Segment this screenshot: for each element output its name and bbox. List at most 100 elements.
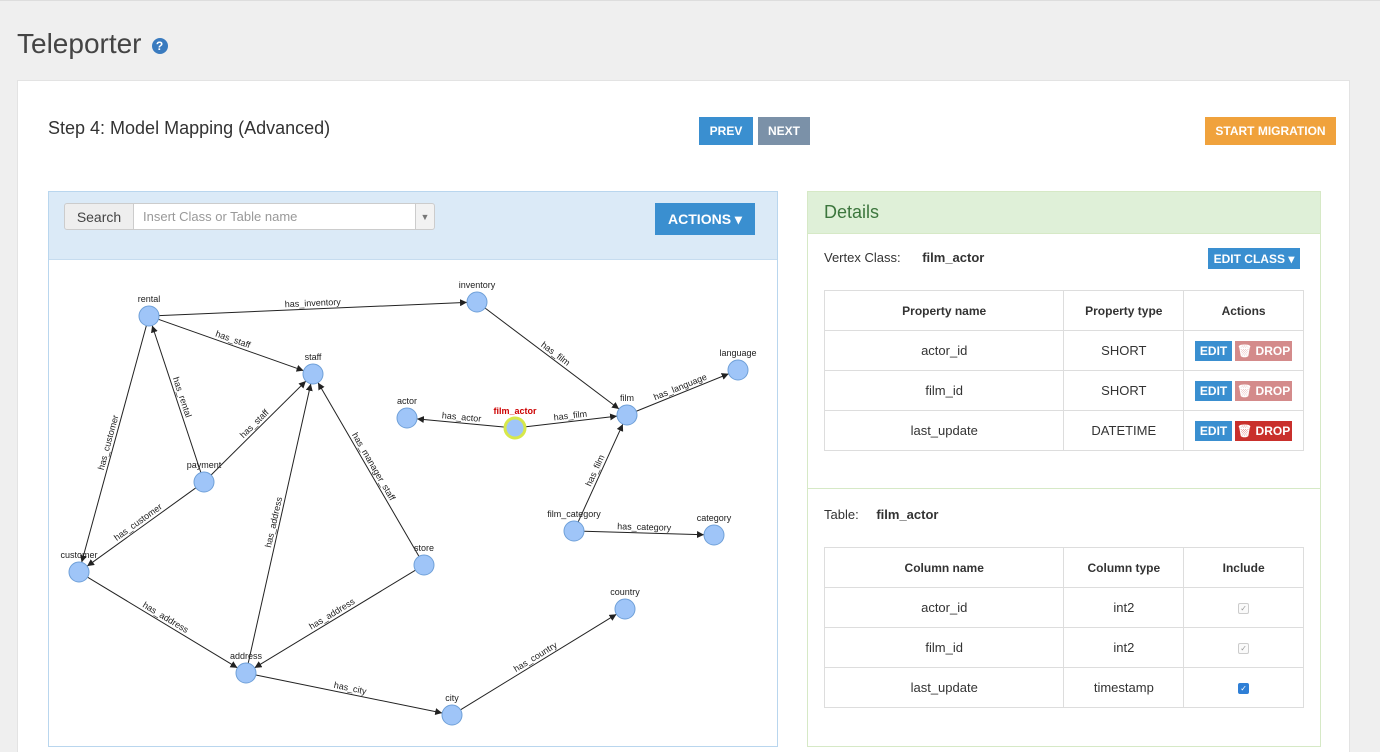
graph-node[interactable] <box>68 561 90 583</box>
edge-label: has_country <box>512 640 559 674</box>
step-title: Step 4: Model Mapping (Advanced) <box>48 118 331 138</box>
node-label: language <box>719 348 756 358</box>
drop-property-button[interactable]: 🗑 DROP <box>1235 380 1293 401</box>
page-title: Teleporter ? <box>17 28 168 60</box>
graph-node[interactable] <box>703 524 725 546</box>
edit-property-button[interactable]: EDIT <box>1195 340 1233 361</box>
table-row: actor_id int2 ✓ <box>823 587 1304 628</box>
include-checkbox[interactable]: ✓ <box>1238 603 1250 615</box>
graph-node[interactable] <box>441 704 463 726</box>
graph-node[interactable] <box>466 291 488 313</box>
node-label: actor <box>397 396 417 406</box>
edge-label: has_inventory <box>285 297 342 309</box>
column-name: film_id <box>823 627 1065 668</box>
graph-edge[interactable] <box>80 325 147 563</box>
column-name: actor_id <box>823 587 1065 628</box>
graph-edge[interactable] <box>158 299 468 317</box>
actions-button[interactable]: ACTIONS ▾ <box>655 203 755 235</box>
edit-class-button[interactable]: EDIT CLASS ▾ <box>1208 248 1300 269</box>
vertex-class-label: Vertex Class: <box>824 250 901 265</box>
property-type: DATETIME <box>1063 410 1185 451</box>
graph-edge[interactable] <box>87 576 238 669</box>
edit-property-button[interactable]: EDIT <box>1195 420 1233 441</box>
table-row: film_id SHORT EDIT🗑 DROP <box>823 370 1304 411</box>
graph-edge[interactable] <box>416 416 506 428</box>
graph-node[interactable] <box>193 471 215 493</box>
column-name: last_update <box>823 667 1065 708</box>
graph-node[interactable] <box>302 363 324 385</box>
details-panel: Details Vertex Class: film_actor EDIT CL… <box>807 191 1321 747</box>
graph-edge[interactable] <box>460 613 617 711</box>
graph-node[interactable] <box>503 416 527 440</box>
graph-edge[interactable] <box>255 674 443 716</box>
graph-node[interactable] <box>396 407 418 429</box>
node-label: payment <box>187 460 222 470</box>
table-label: Table: <box>824 507 859 522</box>
graph-node[interactable] <box>235 662 257 684</box>
prev-button[interactable]: PREV <box>699 117 753 145</box>
graph-node[interactable] <box>413 554 435 576</box>
include-cell: ✓ <box>1183 587 1304 628</box>
search-input[interactable] <box>134 203 416 230</box>
graph-node[interactable] <box>727 359 749 381</box>
start-migration-button[interactable]: START MIGRATION <box>1205 117 1336 145</box>
graph-node[interactable] <box>616 404 638 426</box>
graph-node[interactable] <box>138 305 160 327</box>
graph-edge[interactable] <box>524 413 618 428</box>
actions-cell: EDIT🗑 DROP <box>1183 370 1304 411</box>
node-label: category <box>697 513 732 523</box>
edge-label: has_customer <box>96 414 121 471</box>
include-checkbox[interactable]: ✓ <box>1238 643 1250 655</box>
table-row: actor_id SHORT EDIT🗑 DROP <box>823 330 1304 371</box>
details-header: Details <box>808 192 1320 234</box>
edge-label: has_film <box>553 409 587 423</box>
graph-edge[interactable] <box>210 380 307 476</box>
column-header: Property type <box>1063 290 1185 331</box>
chevron-down-icon[interactable]: ▼ <box>415 203 435 230</box>
graph-edge[interactable] <box>484 307 620 410</box>
property-name: actor_id <box>823 330 1065 371</box>
node-label: film <box>620 393 634 403</box>
edge-label: has_address <box>307 596 357 632</box>
node-label: film_category <box>547 509 601 519</box>
edge-label: has_address <box>263 495 284 548</box>
property-name: film_id <box>823 370 1065 411</box>
edge-label: has_language <box>652 372 708 403</box>
column-header: Column type <box>1063 547 1185 588</box>
column-header: Column name <box>823 547 1065 588</box>
graph-edge[interactable] <box>577 423 624 523</box>
graph-edge[interactable] <box>158 318 304 372</box>
graph-node[interactable] <box>563 520 585 542</box>
question-circle-icon[interactable]: ? <box>151 38 168 54</box>
include-cell: ✓ <box>1183 667 1304 708</box>
property-name: last_update <box>823 410 1065 451</box>
include-checkbox[interactable]: ✓ <box>1238 683 1250 695</box>
vertex-class-value: film_actor <box>922 250 985 265</box>
drop-property-button[interactable]: 🗑 DROP <box>1235 340 1293 361</box>
section-divider <box>808 488 1320 489</box>
edge-label: has_staff <box>214 329 252 351</box>
graph-node[interactable] <box>614 598 636 620</box>
schema-graph[interactable]: has_inventory has_staff has_film has_langua… <box>49 260 777 746</box>
graph-edge[interactable] <box>151 325 202 473</box>
graph-edge[interactable] <box>254 569 416 669</box>
edit-property-button[interactable]: EDIT <box>1195 380 1233 401</box>
next-button[interactable]: NEXT <box>758 117 810 145</box>
graph-edge[interactable] <box>247 383 313 664</box>
include-cell: ✓ <box>1183 627 1304 668</box>
edge-label: has_category <box>617 521 672 533</box>
node-label: city <box>445 693 459 703</box>
graph-edge[interactable] <box>317 382 420 557</box>
column-header: Include <box>1183 547 1304 588</box>
drop-property-button[interactable]: 🗑 DROP <box>1235 420 1293 441</box>
edge-label: has_staff <box>238 407 271 440</box>
app-title: Teleporter <box>17 28 142 59</box>
edge-label: has_manager_staff <box>350 431 398 503</box>
column-header: Property name <box>823 290 1065 331</box>
node-label: rental <box>138 294 161 304</box>
graph-edge[interactable] <box>636 373 729 412</box>
graph-edge[interactable] <box>583 530 705 539</box>
graph-edge[interactable] <box>86 487 197 567</box>
vertex-class-row: Vertex Class: film_actor <box>824 250 984 265</box>
edge-label: has_actor <box>441 410 481 424</box>
